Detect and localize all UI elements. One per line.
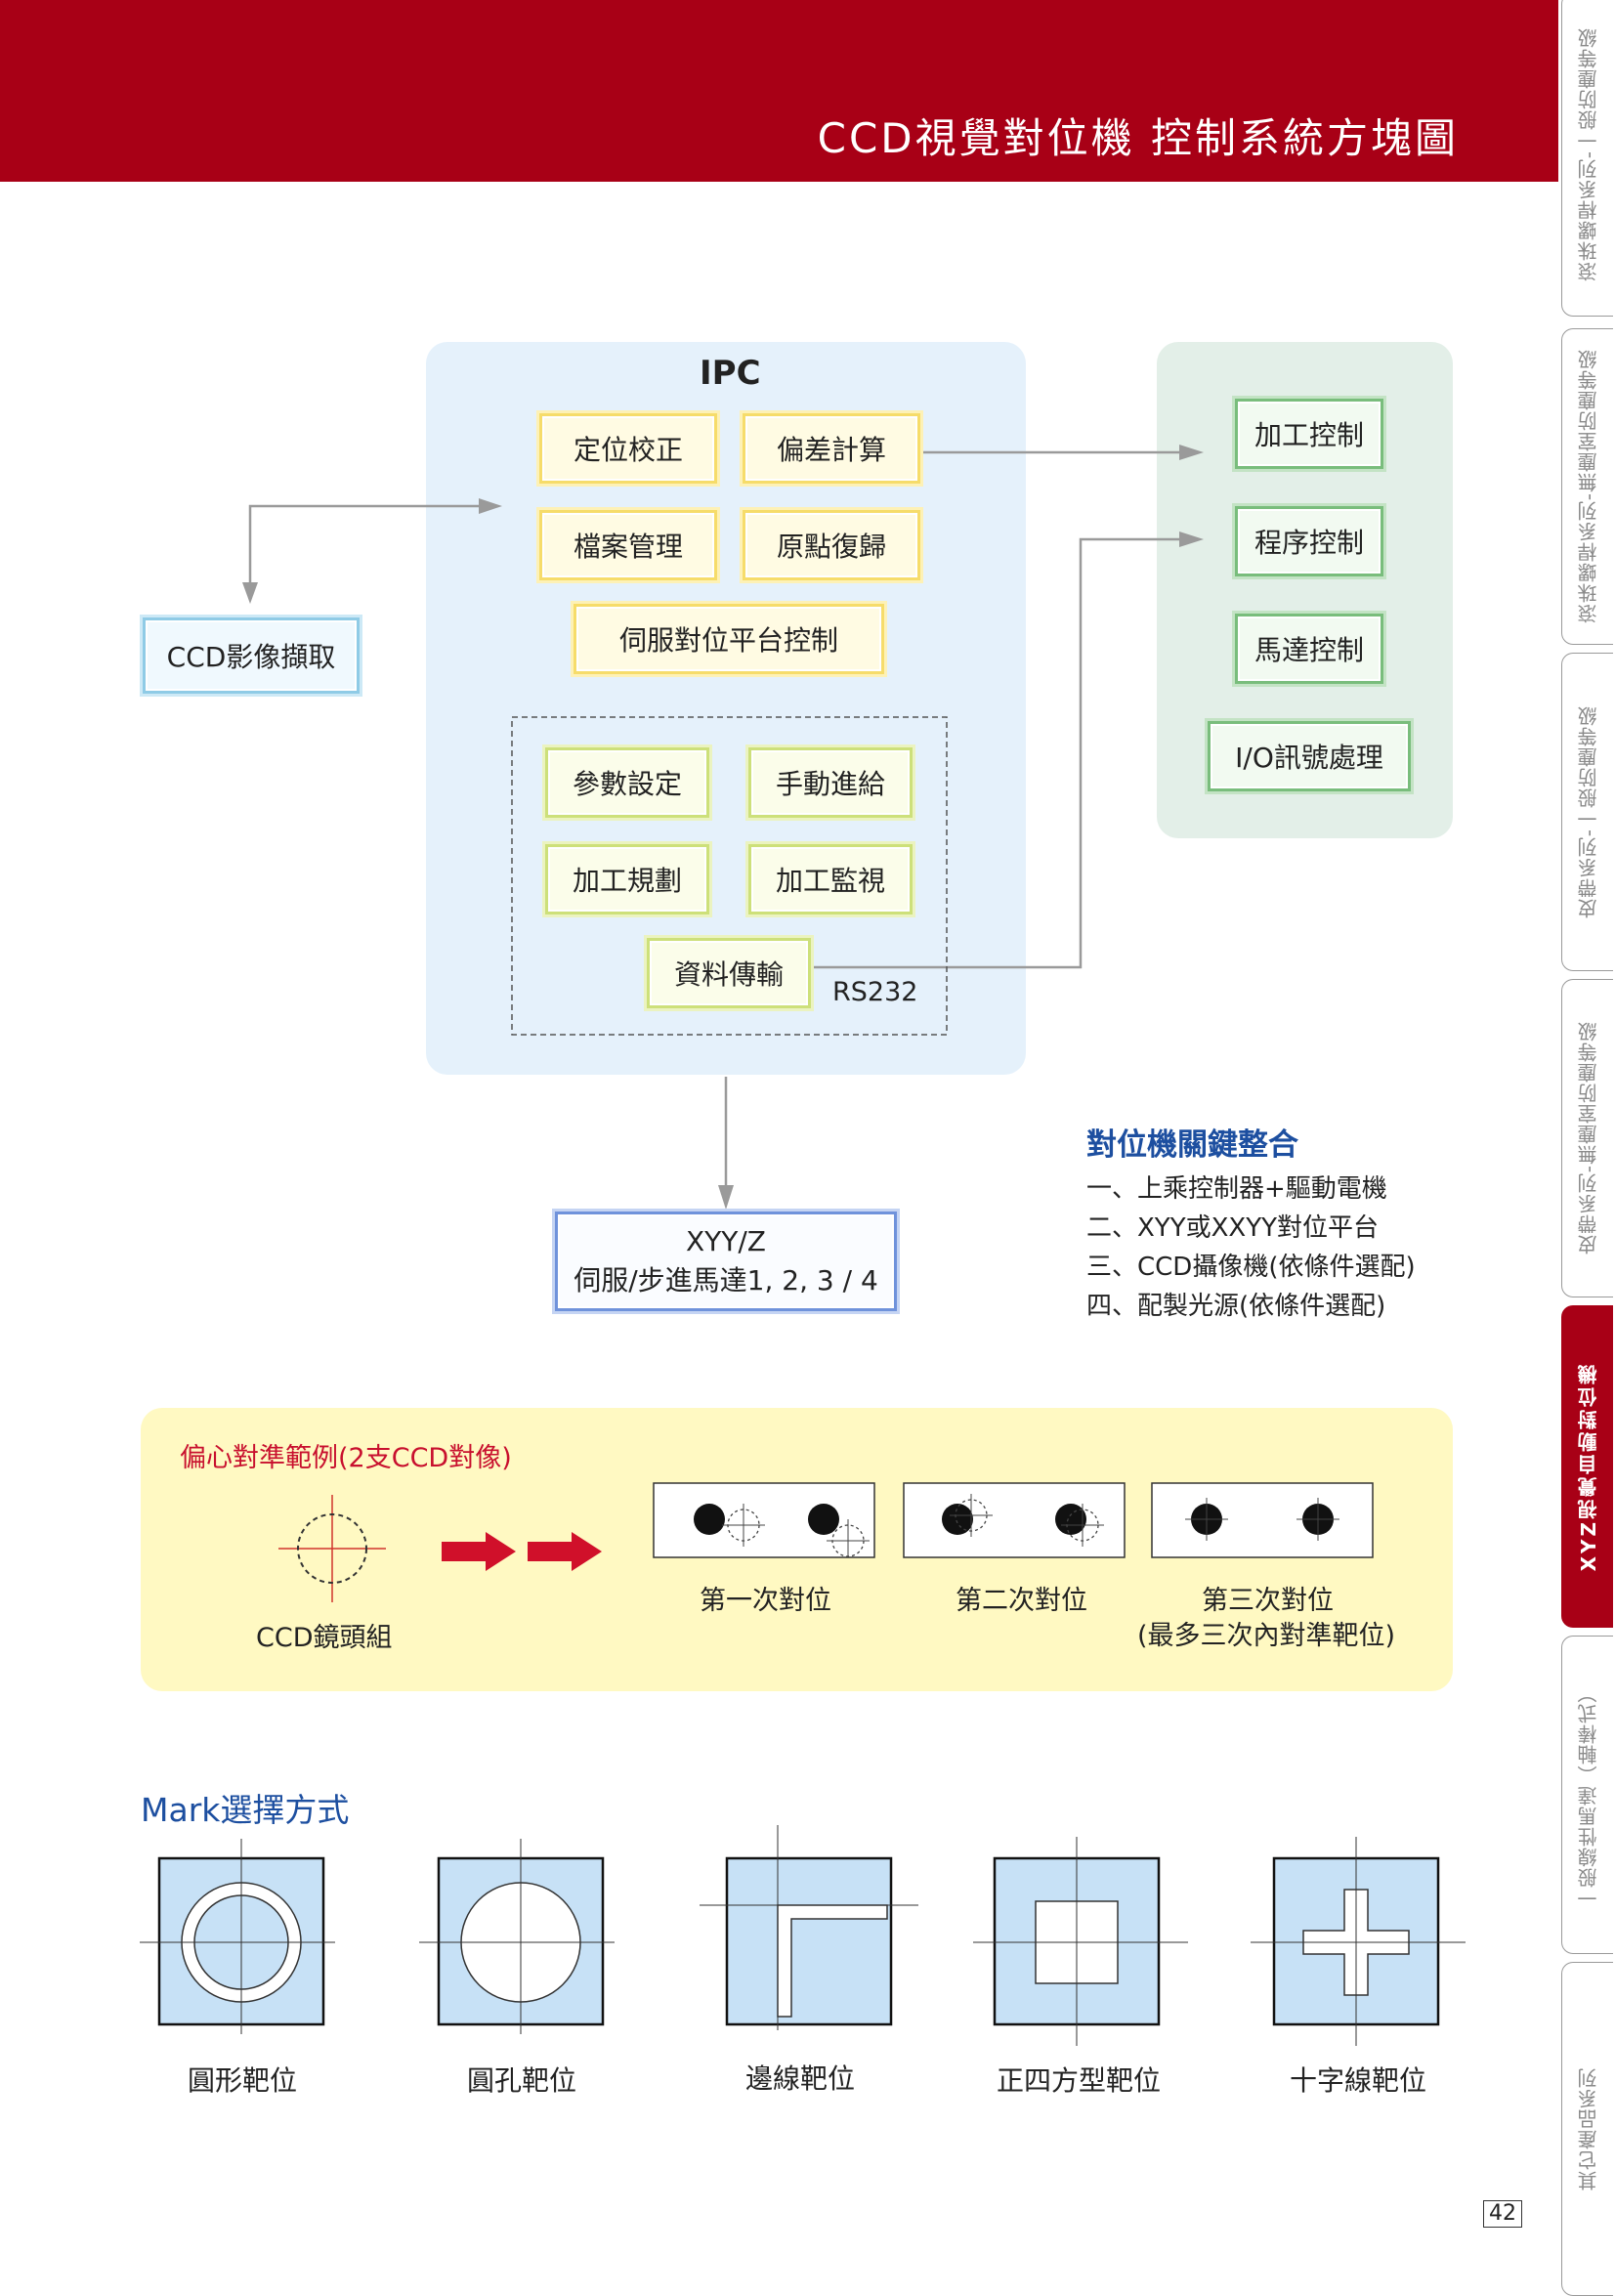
mark-label: 圓孔靶位 xyxy=(467,2064,577,2097)
box-ccd-capture: CCD影像擷取 xyxy=(143,617,360,694)
step1-label: 第一次對位 xyxy=(700,1586,831,1616)
page-number: 42 xyxy=(1483,2200,1522,2228)
key-integration-title: 對位機關鍵整合 xyxy=(1086,1127,1298,1163)
box-parameter-setting: 參數設定 xyxy=(545,747,709,818)
tab-xyz-vision-aligner[interactable]: XYZ視覺自動對位機 xyxy=(1561,1305,1613,1628)
box-motor-control: 馬達控制 xyxy=(1235,614,1383,684)
title-banner xyxy=(0,0,1558,182)
mark-section-title: Mark選擇方式 xyxy=(141,1791,350,1829)
tab-ballscrew-general[interactable]: 滾珠螺桿系列-一般防塵等級 xyxy=(1561,0,1613,317)
step2-label: 第二次對位 xyxy=(956,1586,1087,1616)
mark-label: 邊線靶位 xyxy=(745,2062,856,2095)
mark-label: 正四方型靶位 xyxy=(997,2064,1162,2097)
motor-line2: 伺服/步進馬達1, 2, 3 / 4 xyxy=(574,1264,878,1297)
key-integration-item: 一、上乘控制器+驅動電機 xyxy=(1086,1174,1387,1204)
ccd-lens-crosshair-icon xyxy=(278,1495,386,1602)
box-manual-feed: 手動進給 xyxy=(748,747,913,818)
box-data-transfer: 資料傳輸 xyxy=(647,938,811,1008)
key-integration-item: 二、XYY或XXYY對位平台 xyxy=(1086,1213,1379,1243)
alignment-example-title: 偏心對準範例(2支CCD對像) xyxy=(180,1443,512,1473)
cross-target-mark-icon xyxy=(1251,1837,1466,2046)
tab-belt-cleanroom[interactable]: 皮帶系列-無塵室防塵等級 xyxy=(1561,979,1613,1297)
step2-target-dot-icon xyxy=(903,1482,1126,1558)
box-deviation-calc: 偏差計算 xyxy=(743,413,920,484)
rs232-label: RS232 xyxy=(832,977,918,1007)
square-target-mark-icon xyxy=(973,1837,1188,2046)
box-file-management: 檔案管理 xyxy=(539,510,717,580)
right-arrow-icon xyxy=(442,1532,602,1571)
step3-note: (最多三次內對準靶位) xyxy=(1137,1621,1396,1651)
step1-target-dot-icon xyxy=(653,1482,875,1558)
box-servo-platform-control: 伺服對位平台控制 xyxy=(574,604,884,674)
key-integration-item: 四、配製光源(依條件選配) xyxy=(1086,1292,1386,1321)
box-process-monitoring: 加工監視 xyxy=(748,844,913,914)
key-integration-item: 三、CCD攝像機(依條件選配) xyxy=(1086,1253,1416,1282)
motor-line1: XYY/Z xyxy=(685,1225,766,1257)
mark-label: 十字線靶位 xyxy=(1290,2064,1427,2097)
tab-ballscrew-cleanroom[interactable]: 滾珠螺桿系列-無塵室防塵等級 xyxy=(1561,328,1613,645)
edge-line-mark-icon xyxy=(700,1825,918,2030)
mark-label: 圓形靶位 xyxy=(188,2064,298,2097)
box-procedure-control: 程序控制 xyxy=(1235,506,1383,576)
tab-belt-general[interactable]: 皮帶系列-一般防塵等級 xyxy=(1561,653,1613,971)
inner-dashed-group xyxy=(511,716,948,1036)
circle-hole-mark-icon xyxy=(419,1839,615,2034)
step3-label: 第三次對位 xyxy=(1202,1586,1334,1616)
box-process-planning: 加工規劃 xyxy=(545,844,709,914)
page-title: CCD視覺對位機 控制系統方塊圖 xyxy=(817,114,1459,162)
ccd-lens-label: CCD鏡頭組 xyxy=(256,1623,393,1653)
side-tabs: 滾珠螺桿系列-一般防塵等級 滾珠螺桿系列-無塵室防塵等級 皮帶系列-一般防塵等級… xyxy=(1561,0,1615,2296)
box-process-control: 加工控制 xyxy=(1235,399,1383,469)
box-xyy-motor: XYY/Z 伺服/步進馬達1, 2, 3 / 4 xyxy=(555,1212,897,1311)
step3-target-dot-icon xyxy=(1151,1482,1374,1558)
tab-other-products[interactable]: 其它產品系列 xyxy=(1561,1962,1613,2296)
circle-target-mark-icon xyxy=(140,1839,335,2034)
box-io-signal: I/O訊號處理 xyxy=(1208,721,1411,791)
box-homing: 原點復歸 xyxy=(743,510,920,580)
tab-linear-motor[interactable]: 一般線性馬達（軸棒式） xyxy=(1561,1636,1613,1954)
ipc-title: IPC xyxy=(700,354,761,393)
box-positioning-calibration: 定位校正 xyxy=(539,413,717,484)
